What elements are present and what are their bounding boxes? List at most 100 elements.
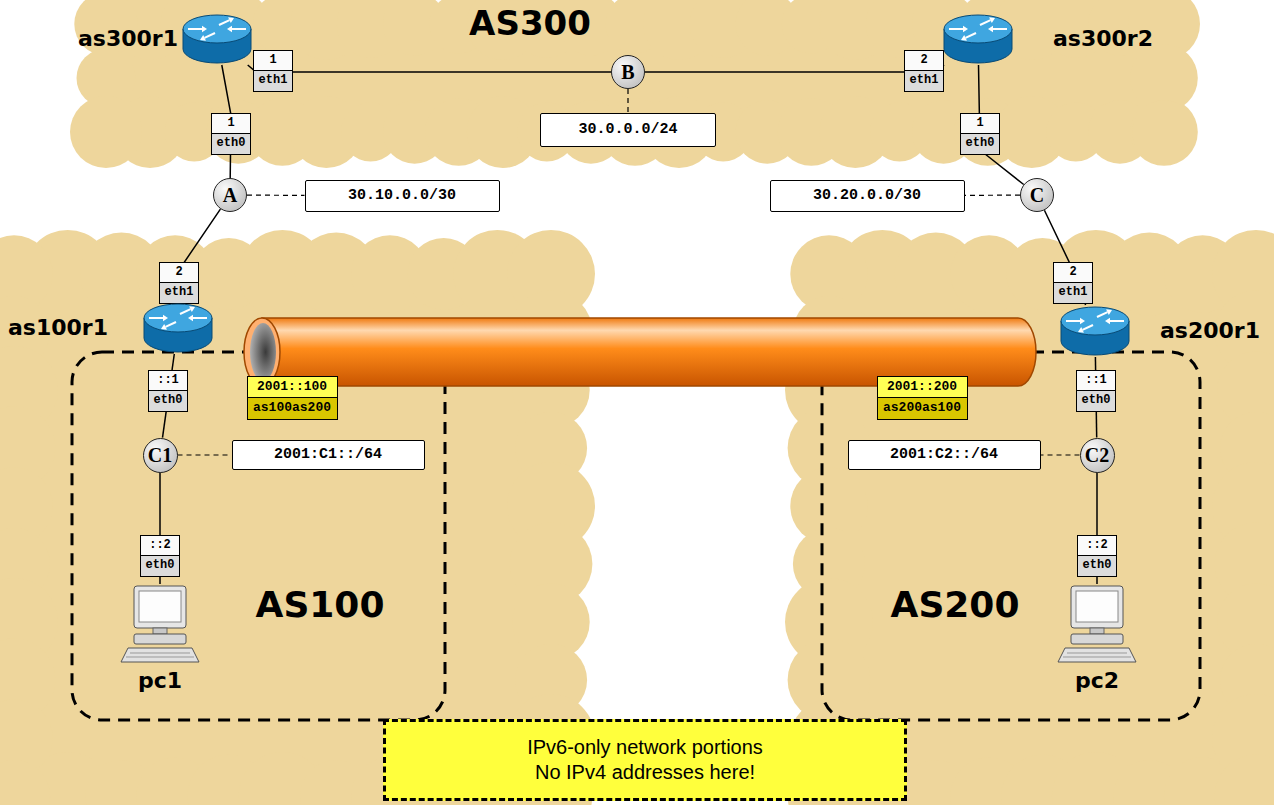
note-text: IPv6-only network portions No IPv4 addre… [518, 735, 773, 785]
label-cell: eth0 [211, 134, 251, 155]
label-cell: eth0 [960, 134, 1000, 155]
subnet-prefix: 30.10.0.0/30 [348, 187, 456, 204]
label-cell: eth1 [253, 71, 293, 92]
interface-text: eth0 [154, 394, 183, 408]
leader-line [1041, 454, 1080, 455]
domain-letter: B [621, 62, 634, 82]
router-icon [143, 302, 213, 354]
label-cell: eth1 [904, 71, 944, 92]
interface-text: ::2 [149, 539, 171, 553]
tunnel-hole [250, 323, 276, 381]
router-icon [1060, 305, 1130, 357]
as-cloud: AS300as300r11eth11eth0B30.0.0.0/242eth1a… [70, 0, 1200, 168]
domain-letter: C [1030, 185, 1044, 205]
tunnel-text: as100as200 [253, 401, 331, 416]
collision-domain: C1 [143, 438, 178, 473]
interface-label: 1 eth1 [253, 50, 293, 92]
label-cell: as200as100 [877, 398, 968, 420]
label-cell: 2 [1053, 262, 1093, 283]
router: as300r2 [943, 13, 1013, 65]
label-cell: ::1 [148, 370, 188, 391]
label-cell: 1 [253, 50, 293, 71]
label-cell: 1 [211, 113, 251, 134]
interface-text: 2 [920, 54, 927, 68]
ipv6-region-outline [822, 352, 1200, 720]
as-name: AS300 [469, 4, 591, 43]
interface-label: ::2eth0 [1077, 535, 1117, 577]
leader-line [247, 195, 305, 196]
interface-text: eth1 [165, 286, 194, 300]
interface-label: ::1eth0 [148, 370, 188, 412]
subnet-box: 30.20.0.0/30 [770, 180, 965, 212]
interface-text: 1 [227, 117, 234, 131]
label-cell: ::2 [140, 535, 180, 556]
subnet-box: 2001:C1::/64 [232, 440, 425, 470]
label-cell: as100as200 [247, 398, 338, 420]
label-cell: eth0 [1077, 556, 1117, 577]
label-cell: 1 [960, 113, 1000, 134]
as-name: AS100 [256, 584, 385, 625]
host-name: pc1 [138, 668, 182, 694]
interface-text: ::1 [157, 374, 179, 388]
router-name: as100r1 [8, 315, 108, 341]
subnet-box: 30.10.0.0/30 [305, 180, 500, 212]
interface-text: eth0 [146, 559, 175, 573]
domain-letter: C2 [1085, 445, 1109, 465]
link-line [645, 65, 944, 72]
label-cell: 2001::100 [247, 376, 338, 398]
label-cell: 2 [904, 50, 944, 71]
interface-text: 1 [976, 117, 983, 131]
ipv6-region-outline [72, 352, 445, 720]
pc-icon [1057, 584, 1137, 666]
tunnel-text: 2001::200 [887, 380, 957, 395]
interface-label: 2 eth1 [1053, 262, 1093, 304]
label-cell: eth0 [148, 391, 188, 412]
interface-text: 1 [269, 54, 276, 68]
leader-line [627, 89, 628, 113]
interface-text: 2 [175, 266, 182, 280]
interface-label: 1 eth0 [211, 113, 251, 155]
interface-label: 2 eth1 [159, 262, 199, 304]
leader-line [178, 454, 232, 455]
router-name: as300r2 [1053, 26, 1153, 52]
interface-text: eth0 [1083, 559, 1112, 573]
router-name: as200r1 [1160, 318, 1260, 344]
interface-text: eth0 [1082, 394, 1111, 408]
subnet-box: 30.0.0.0/24 [540, 113, 716, 147]
interface-text: eth1 [1059, 286, 1088, 300]
router-icon [182, 13, 252, 65]
interface-label: 1 eth0 [960, 113, 1000, 155]
note-box: IPv6-only network portions No IPv4 addre… [383, 719, 907, 801]
label-cell: ::2 [1077, 535, 1117, 556]
collision-domain: A [213, 178, 247, 212]
interface-text: 2 [1069, 266, 1076, 280]
interface-label: ::2eth0 [140, 535, 180, 577]
router: as300r1 [182, 13, 252, 65]
label-cell: eth1 [159, 283, 199, 304]
tunnel-text: 2001::100 [257, 380, 327, 395]
interface-text: eth0 [217, 137, 246, 151]
collision-domain: C [1020, 178, 1054, 212]
interface-text: ::2 [1086, 539, 1108, 553]
subnet-prefix: 30.0.0.0/24 [578, 121, 677, 138]
label-cell: ::1 [1076, 370, 1116, 391]
label-cell: eth0 [140, 556, 180, 577]
interface-label: 2 eth1 [904, 50, 944, 92]
label-cell: 2001::200 [877, 376, 968, 398]
as-name: AS200 [891, 584, 1020, 625]
pc-host: pc2 [1057, 584, 1137, 666]
domain-letter: C1 [148, 445, 172, 465]
tunnel-text: as200as100 [883, 401, 961, 416]
label-cell: 2 [159, 262, 199, 283]
subnet-box: 2001:C2::/64 [848, 440, 1041, 470]
tunnel-endpoint: 2001::200as200as100 [877, 376, 968, 420]
label-cell: eth0 [1076, 391, 1116, 412]
interface-label: ::1eth0 [1076, 370, 1116, 412]
router-name: as300r1 [78, 26, 178, 52]
pc-icon [120, 584, 200, 666]
domain-letter: A [223, 185, 237, 205]
subnet-prefix: 2001:C1::/64 [274, 446, 382, 463]
collision-domain: B [611, 55, 645, 89]
interface-text: eth0 [966, 137, 995, 151]
subnet-prefix: 2001:C2::/64 [890, 446, 998, 463]
